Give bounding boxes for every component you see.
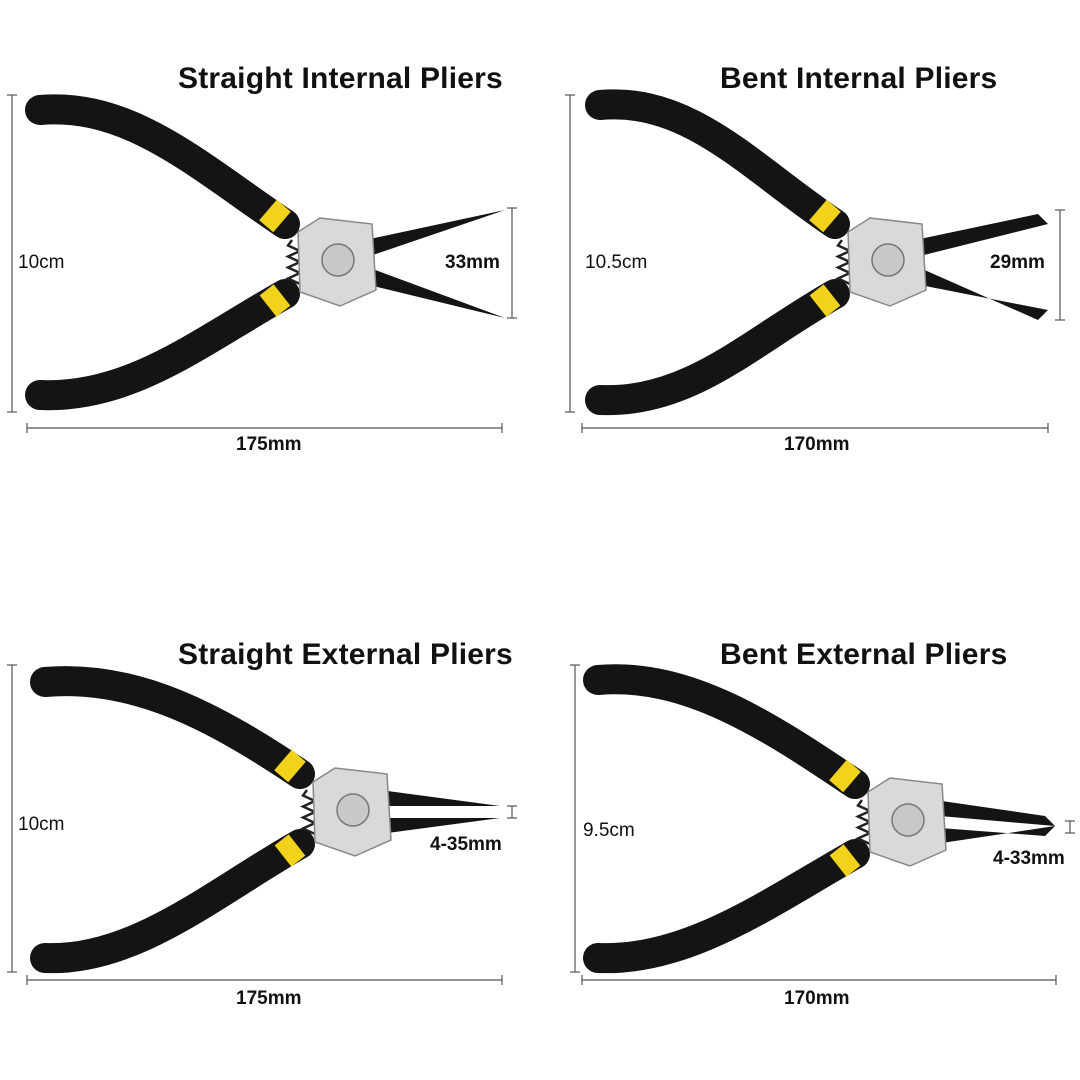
jaw-label-straight-external: 4-35mm xyxy=(430,834,502,855)
straight-external-pliers-upper-grip-band xyxy=(274,749,306,783)
straight-external-pliers-lower-grip-band xyxy=(274,834,306,867)
bent-external-pliers-upper-jaw xyxy=(935,800,1055,826)
straight-internal-pliers-upper-jaw xyxy=(365,210,505,256)
straight-internal-pliers-upper-handle xyxy=(25,94,300,239)
panel-title-straight-internal: Straight Internal Pliers xyxy=(178,62,503,95)
bent-external-pliers-lower-handle xyxy=(583,839,870,974)
panel-title-bent-external: Bent External Pliers xyxy=(720,638,1008,671)
height-label-bent-external: 9.5cm xyxy=(583,820,635,841)
bent-external-pliers-upper-grip-band xyxy=(829,759,861,793)
bent-internal-pliers-lower-grip-band xyxy=(809,284,841,317)
height-label-straight-internal: 10cm xyxy=(18,252,65,273)
bent-internal-pliers-lower-handle xyxy=(585,279,850,416)
straight-external-pliers-pivot xyxy=(336,793,370,827)
straight-external-pliers-lower-jaw xyxy=(380,818,500,834)
bent-external-pliers-lower-jaw xyxy=(935,826,1055,844)
bent-internal-pliers-upper-handle xyxy=(585,89,850,239)
straight-external-pliers-lower-handle xyxy=(30,829,315,974)
straight-internal-pliers-upper-grip-band xyxy=(259,199,291,233)
bent-internal-pliers-upper-jaw xyxy=(915,214,1048,256)
straight-internal-pliers-lower-jaw xyxy=(365,268,505,318)
length-label-bent-internal: 170mm xyxy=(784,434,850,455)
length-label-straight-internal: 175mm xyxy=(236,434,302,455)
straight-internal-pliers-pivot xyxy=(321,243,355,277)
jaw-label-straight-internal: 33mm xyxy=(445,252,500,273)
bent-external-pliers-lower-grip-band xyxy=(829,844,861,877)
straight-internal-pliers-lower-grip-band xyxy=(259,284,291,317)
length-label-bent-external: 170mm xyxy=(784,988,850,1009)
panel-title-straight-external: Straight External Pliers xyxy=(178,638,513,671)
bent-internal-pliers-upper-grip-band xyxy=(809,199,841,233)
straight-external-pliers-upper-handle xyxy=(30,666,315,789)
bent-external-pliers-pivot xyxy=(891,803,925,837)
bent-external-pliers-upper-handle xyxy=(583,664,870,799)
straight-external-pliers-upper-jaw xyxy=(380,790,500,806)
height-label-straight-external: 10cm xyxy=(18,814,65,835)
length-label-straight-external: 175mm xyxy=(236,988,302,1009)
height-label-bent-internal: 10.5cm xyxy=(585,252,648,273)
jaw-label-bent-external: 4-33mm xyxy=(993,848,1065,869)
straight-internal-pliers-lower-handle xyxy=(25,279,300,411)
bent-internal-pliers-lower-jaw xyxy=(915,268,1048,320)
bent-internal-pliers-pivot xyxy=(871,243,905,277)
jaw-label-bent-internal: 29mm xyxy=(990,252,1045,273)
panel-title-bent-internal: Bent Internal Pliers xyxy=(720,62,998,95)
